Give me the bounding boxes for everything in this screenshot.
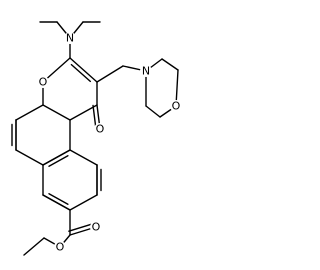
- morpholine-bond-5: [145, 105, 161, 118]
- amine-nitrogen: N: [64, 32, 76, 45]
- ester-carbonyl-oxygen: O: [90, 221, 102, 234]
- ester-ether-oxygen: O: [54, 241, 66, 254]
- ring-oxygen-label: O: [39, 76, 48, 89]
- naph-double-4-second-line: [48, 193, 69, 205]
- ring-oxygen: O: [37, 76, 49, 89]
- morpholine-oxygen: O: [170, 100, 182, 113]
- ethoxy-bond-2: [23, 237, 45, 256]
- ester-ether-oxygen-label: O: [56, 241, 65, 254]
- molecule-structure: N O O N O O O: [11, 21, 182, 256]
- atom-labels: N O O N O O O: [37, 32, 182, 254]
- naph-bond-3: [15, 149, 44, 166]
- naph-bond-6: [69, 149, 98, 166]
- morpholine-nitrogen: N: [140, 65, 152, 78]
- morpholine-bond-2: [161, 58, 179, 71]
- morpholine-bond-3: [175, 69, 179, 107]
- morpholine-nitrogen-label: N: [142, 65, 150, 78]
- ketone-oxygen-label: O: [96, 123, 105, 136]
- naph-bond-1: [15, 104, 44, 121]
- naph-double-2-second-line: [48, 155, 69, 167]
- morpholine-oxygen-label: O: [172, 100, 181, 113]
- ketone-oxygen: O: [94, 123, 106, 136]
- naph-double-4: [42, 194, 71, 211]
- enamine-double-bond: [69, 57, 98, 83]
- naph-bond-8: [69, 194, 98, 211]
- ketone-ring-bond-1: [69, 104, 98, 121]
- ring-o-bond-1: [42, 57, 71, 83]
- amine-nitrogen-label: N: [66, 32, 74, 45]
- ester-carbonyl-oxygen-label: O: [92, 221, 101, 234]
- fusion-bond-a: [42, 104, 71, 121]
- ester-carbonyl-double-second-line: [68, 222, 96, 232]
- methylene-bond-1: [96, 65, 124, 83]
- enamine-double-bond-second-line: [70, 63, 91, 83]
- naph-double-2: [42, 149, 71, 166]
